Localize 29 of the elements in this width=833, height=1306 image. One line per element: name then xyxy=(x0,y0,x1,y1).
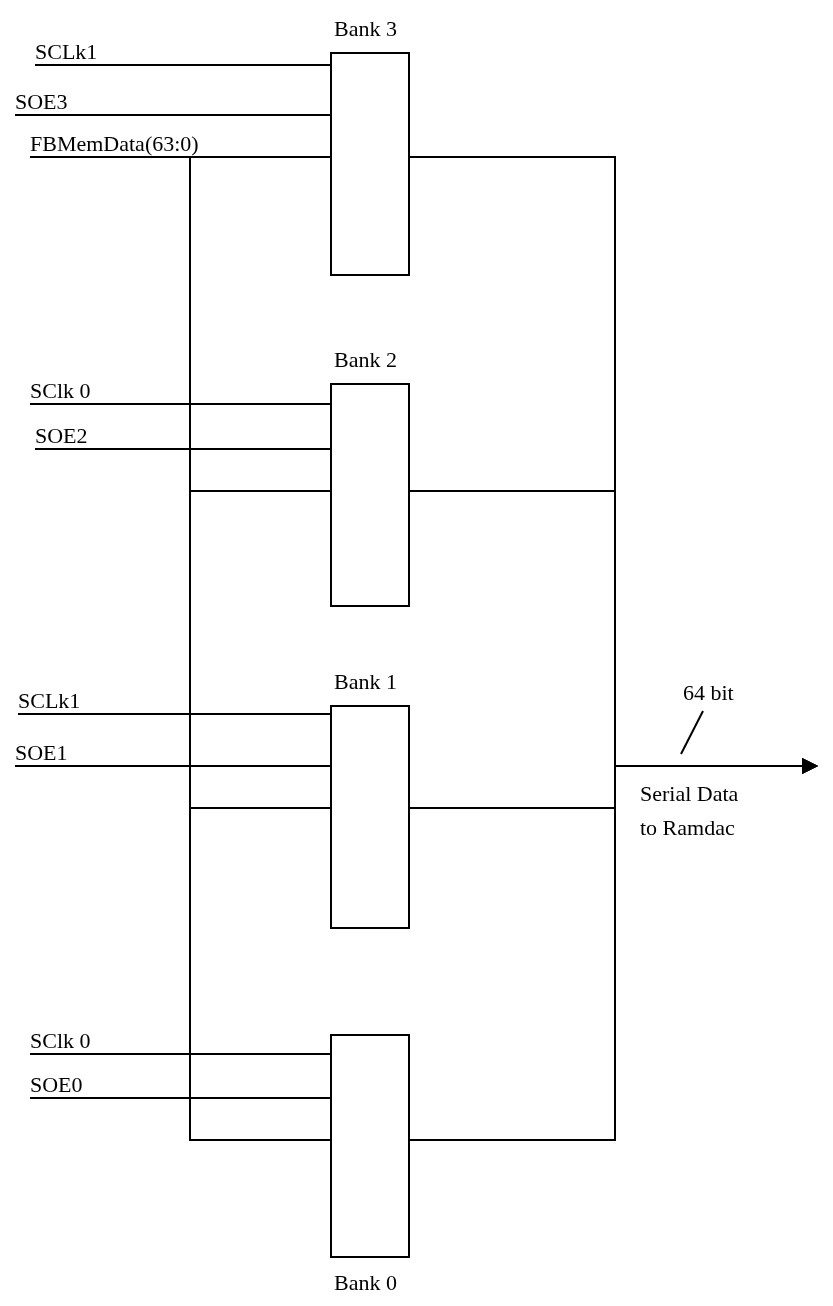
signal-name: SClk 0 xyxy=(30,378,91,404)
memory-bank-box xyxy=(330,1034,410,1258)
signal-name: SCLk1 xyxy=(18,688,81,714)
memory-bank-box xyxy=(330,52,410,276)
bank-label: Bank 0 xyxy=(334,1270,397,1296)
signal-line xyxy=(29,156,331,158)
memory-bank-box xyxy=(330,705,410,929)
bank-label: Bank 1 xyxy=(334,669,397,695)
signal-name: SOE3 xyxy=(15,89,68,115)
bus-width-label: 64 bit xyxy=(683,680,734,706)
signal-name: SClk 0 xyxy=(30,1028,91,1054)
arrow xyxy=(409,758,818,1141)
signal-line xyxy=(34,448,331,450)
signal-line xyxy=(14,114,331,116)
signal-name: SCLk1 xyxy=(35,39,98,65)
signal-line xyxy=(29,1097,331,1099)
signal-line xyxy=(34,64,331,66)
signal-name: SOE0 xyxy=(30,1072,83,1098)
memory-bank-box xyxy=(330,383,410,607)
signal-line xyxy=(29,1053,331,1055)
bank-label: Bank 3 xyxy=(334,16,397,42)
bank-label: Bank 2 xyxy=(334,347,397,373)
signal-line xyxy=(17,713,331,715)
signal-name: FBMemData(63:0) xyxy=(30,131,199,157)
output-label: Serial Data to Ramdac xyxy=(640,780,740,842)
signal-name: SOE1 xyxy=(15,740,68,766)
signal-name: SOE2 xyxy=(35,423,88,449)
signal-line xyxy=(14,765,331,767)
signal-line xyxy=(29,403,331,405)
